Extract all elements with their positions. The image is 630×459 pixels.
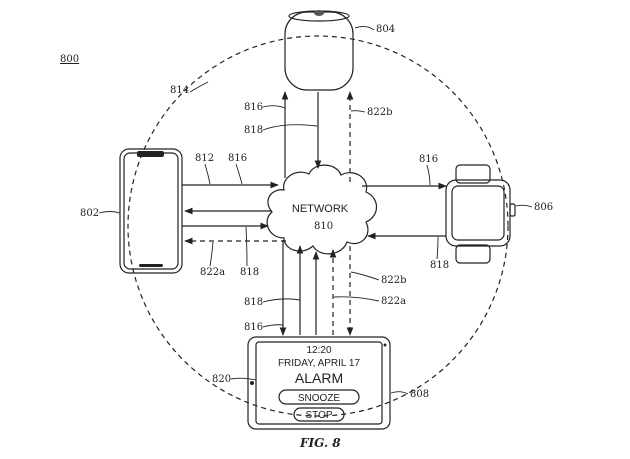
leader-820	[230, 377, 257, 381]
label-822a-bottom: 822a	[381, 296, 406, 307]
label-822b-bottom: 822b	[381, 275, 407, 286]
label-816-left: 816	[228, 153, 247, 164]
label-808: 808	[410, 389, 429, 400]
label-814: 814	[170, 85, 189, 96]
tablet-date: FRIDAY, APRIL 17	[278, 358, 361, 369]
label-818-bottom: 818	[244, 297, 263, 308]
leader-818-top	[262, 124, 318, 131]
label-812: 812	[195, 153, 214, 164]
label-822a-left: 822a	[200, 267, 225, 278]
label-806: 806	[534, 202, 553, 213]
range-circle	[127, 35, 509, 417]
tablet-alarm-title: ALARM	[295, 370, 343, 386]
leader-816-bottom	[262, 324, 284, 328]
network-label: NETWORK	[292, 203, 349, 215]
stop-button[interactable]	[293, 407, 345, 422]
tablet-time: 12:20	[306, 345, 331, 356]
label-802: 802	[80, 208, 99, 219]
leader-816-top	[262, 105, 286, 109]
tablet	[247, 336, 391, 430]
leader-802	[98, 211, 121, 214]
label-820: 820	[212, 374, 231, 385]
figure-caption: FIG. 8	[299, 436, 341, 450]
leader-822b-bottom	[350, 271, 380, 281]
leader-822a-left	[209, 241, 214, 267]
figure-number: 800	[60, 54, 79, 65]
label-816-right: 816	[419, 154, 438, 165]
label-822b-top: 822b	[367, 107, 393, 118]
leader-818-right	[436, 236, 439, 260]
label-816-top: 816	[244, 102, 263, 113]
smart-speaker	[284, 10, 354, 91]
smartphone	[119, 148, 183, 274]
leader-816-left	[235, 163, 243, 185]
leader-804	[354, 25, 375, 31]
label-816-bottom: 816	[244, 322, 263, 333]
leader-818-bottom	[262, 298, 301, 303]
label-818-top: 818	[244, 125, 263, 136]
stop-label: STOP	[305, 410, 332, 421]
leader-822a-bottom	[333, 296, 380, 302]
leader-814	[189, 81, 209, 93]
leader-808	[390, 391, 409, 395]
leader-806	[515, 204, 533, 208]
label-810: 810	[314, 221, 333, 232]
label-818-left: 818	[240, 267, 259, 278]
snooze-button[interactable]	[278, 389, 360, 405]
leader-822b-top	[350, 110, 366, 113]
label-804: 804	[376, 24, 395, 35]
leader-816-right	[426, 164, 431, 186]
label-818-right: 818	[430, 260, 449, 271]
snooze-label: SNOOZE	[298, 393, 341, 404]
smartwatch	[445, 164, 516, 264]
leader-812	[204, 163, 211, 185]
leader-818-left	[245, 226, 248, 267]
